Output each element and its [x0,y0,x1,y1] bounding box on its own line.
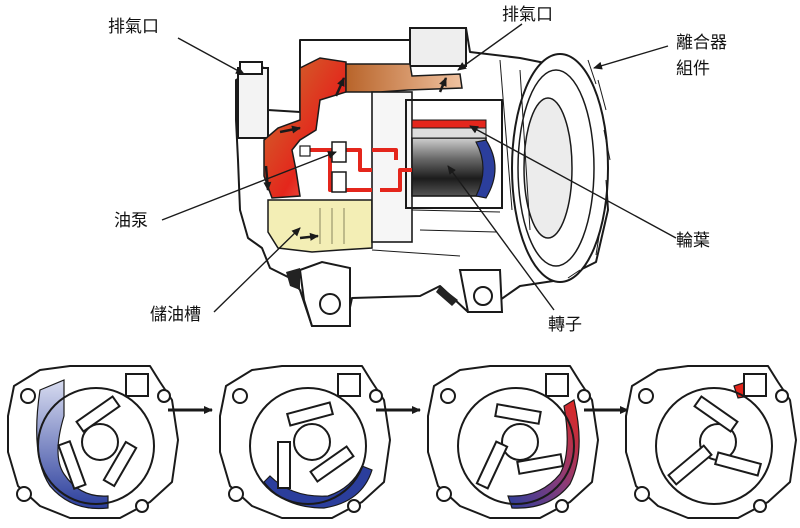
flow-arrows [263,77,448,241]
leader-exhaust-top [457,23,523,71]
compression-stages [7,365,797,519]
leader-exhaust-left [177,37,245,75]
compressor-cutaway [235,27,611,327]
oil-reservoir-detail [319,208,345,244]
pulley-grooves [567,59,611,279]
stage-3 [427,365,599,519]
labels: 排氣口 排氣口 離合器 組件 油泵 輪葉 儲油槽 轉子 [108,5,727,335]
leader-lines [161,23,677,313]
vane-strip [411,119,487,129]
intake-crescent [475,139,496,199]
label-exhaust-top: 排氣口 [502,5,553,25]
leader-vane [469,125,677,239]
leader-reservoir [213,227,301,313]
left-exhaust-port [237,67,269,139]
leader-oil-pump [161,151,337,221]
leader-clutch [593,45,669,70]
housing-detail-lines [371,59,531,257]
stage-2-chamber [263,465,373,509]
oil-lines [300,148,412,192]
label-exhaust-left: 排氣口 [108,17,159,37]
label-oil-reservoir: 儲油槽 [150,305,201,325]
warm-gas-channel [345,63,463,93]
left-port-cap [239,61,263,75]
stage-4 [625,365,797,519]
clutch-pulley-ring [517,69,595,267]
rotor-top-cap [411,127,487,139]
leader-rotor [447,165,555,311]
stage-1 [7,365,179,519]
label-oil-pump: 油泵 [114,211,148,231]
stage-2 [219,365,391,519]
rotor-housing [405,99,503,209]
oil-pump-valves [299,141,347,193]
rotor-body [411,137,487,197]
label-clutch-line1: 離合器 [676,33,727,53]
mounting-feet [286,260,504,327]
label-vane: 輪葉 [676,231,710,251]
top-exhaust-block [409,27,467,67]
label-clutch-line2: 組件 [676,59,710,79]
label-rotor: 轉子 [548,315,582,335]
